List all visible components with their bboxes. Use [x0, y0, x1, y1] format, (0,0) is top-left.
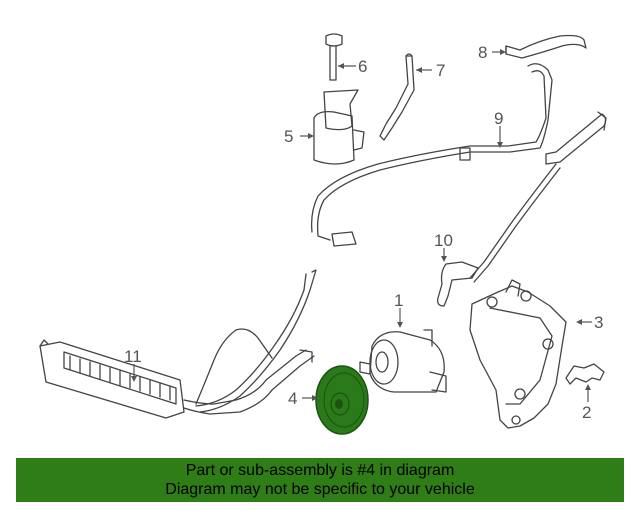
callout-6: 6 [358, 57, 367, 76]
callout-9: 9 [494, 109, 503, 128]
banner-line-2: Diagram may not be specific to your vehi… [165, 481, 475, 498]
callout-7: 7 [436, 61, 445, 80]
part-4-pulley [315, 365, 369, 435]
part-9-pressure-line [310, 63, 607, 247]
part-5-reservoir [313, 89, 365, 165]
part-3-bracket [469, 279, 567, 429]
callout-8: 8 [478, 43, 487, 62]
arrow-7 [416, 67, 422, 73]
arrow-4 [312, 395, 318, 401]
callout-5: 5 [284, 127, 293, 146]
callout-4: 4 [288, 389, 297, 408]
arrow-8 [500, 49, 506, 55]
part-1-pump [359, 329, 447, 393]
callout-2: 2 [582, 403, 591, 422]
banner-line-1: Part or sub-assembly is #4 in diagram [185, 462, 455, 479]
part-11-hoses [183, 269, 317, 415]
part-6-reservoir-cap [325, 33, 343, 81]
callout-11: 11 [124, 347, 142, 366]
notice-banner: Part or sub-assembly is #4 in diagram Di… [16, 458, 624, 502]
arrow-1 [397, 322, 403, 328]
arrow-3 [576, 319, 582, 325]
part-8-hose [505, 34, 587, 59]
callout-10: 10 [434, 231, 453, 250]
arrow-11 [131, 376, 137, 382]
arrow-6 [338, 63, 344, 69]
callout-1: 1 [394, 291, 403, 310]
part-11-cooler [39, 339, 185, 419]
part-7-hose [379, 53, 415, 141]
part-10-fitting [436, 261, 479, 307]
arrow-2 [585, 384, 591, 390]
arrow-5 [308, 133, 314, 139]
part-9-line-lower [469, 163, 561, 283]
arrow-9 [497, 142, 503, 148]
callout-3: 3 [594, 313, 603, 332]
arrow-10 [441, 256, 447, 262]
part-2-clip [565, 363, 605, 385]
